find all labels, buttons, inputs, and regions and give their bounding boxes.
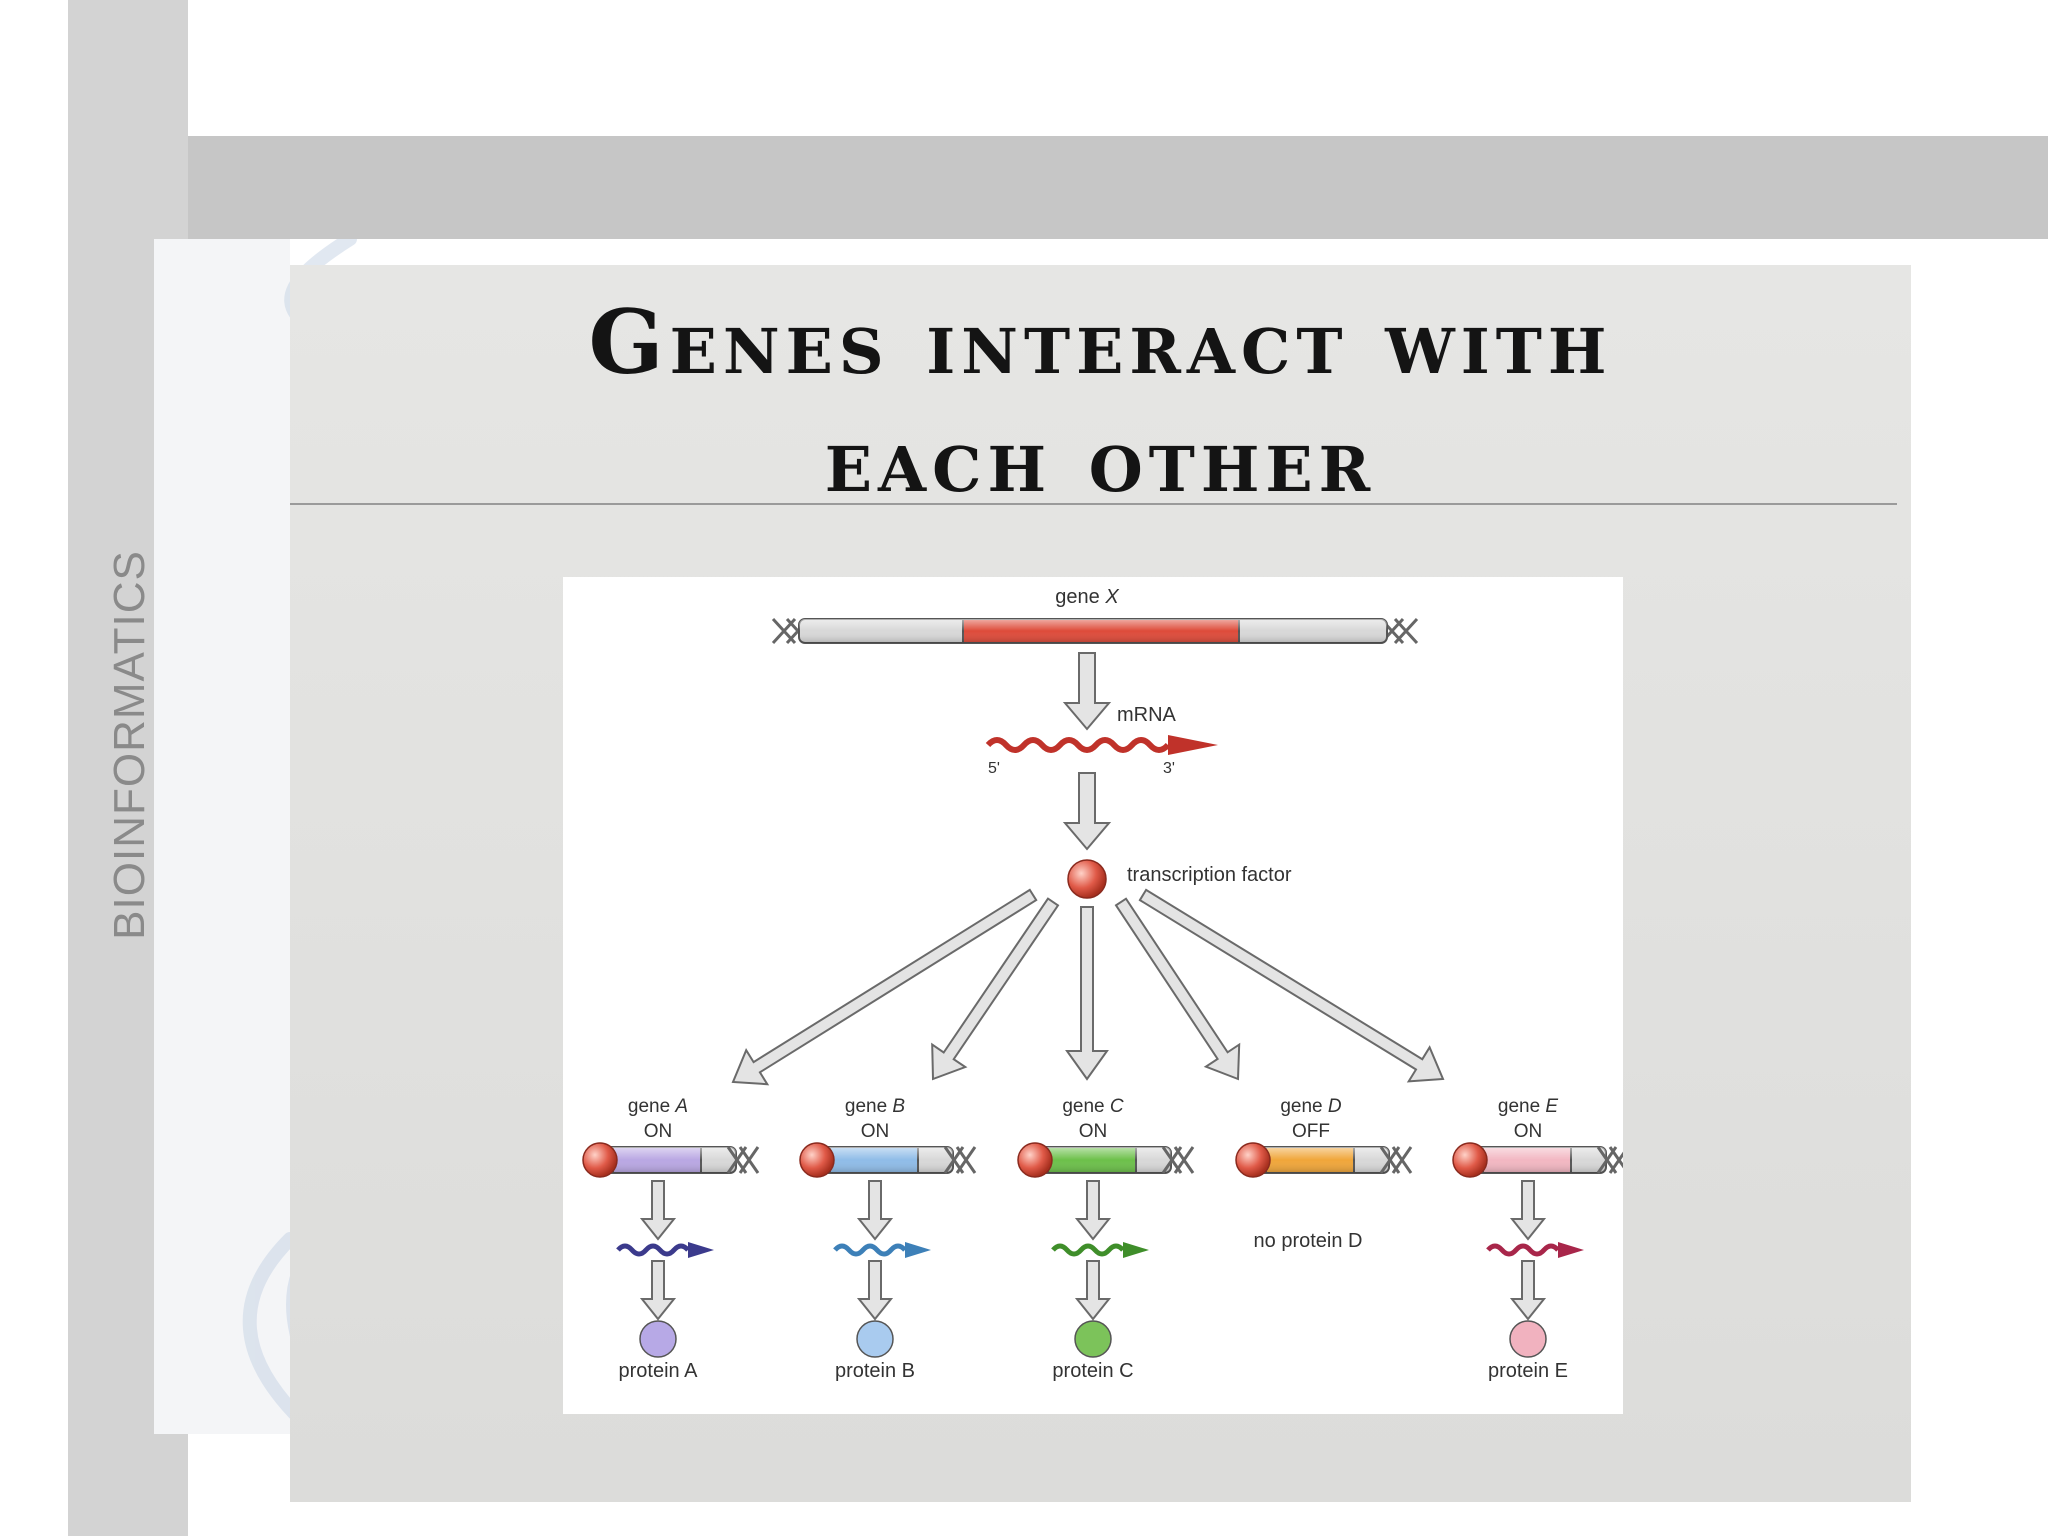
dna-end-right-icon (1379, 617, 1419, 645)
slide: Genes interact with each other gene X (290, 265, 1911, 1502)
mrna-wave-icon (616, 1243, 690, 1257)
mrna-arrowhead-icon (905, 1242, 931, 1258)
dna-end-left-icon (771, 617, 811, 645)
sidebar-label: BIOINFORMATICS (105, 550, 154, 940)
transcription-arrow-icon (639, 1180, 677, 1241)
regulation-arrow-3 (1065, 906, 1109, 1081)
gene-regulation-figure: gene X mRNA 5' 3' transcription f (563, 577, 1623, 1414)
translation-arrow-icon (639, 1260, 677, 1321)
slide-title: Genes interact with each other (290, 283, 1911, 519)
mrna-arrowhead-icon (1558, 1242, 1584, 1258)
three-prime-label: 3' (1163, 760, 1175, 777)
regulation-arrow-2 (931, 897, 1060, 1081)
target-gene-e: gene E ON protein E (1452, 1096, 1623, 1382)
gene-a-status: ON (644, 1121, 673, 1142)
slide-title-line-2: each other (824, 408, 1377, 512)
bound-tf-icon (799, 1142, 835, 1178)
dna-end-icon (726, 1146, 760, 1174)
arrow-shape (1062, 652, 1112, 731)
gene-d-label: gene D (1280, 1096, 1342, 1117)
gene-e-label: gene E (1498, 1096, 1559, 1117)
dna-end-icon (1161, 1146, 1195, 1174)
translation-arrow-icon (856, 1260, 894, 1321)
gene-c-status: ON (1079, 1121, 1108, 1142)
transcription-factor-icon (1067, 859, 1107, 899)
no-protein-d-label: no protein D (1254, 1230, 1363, 1252)
five-prime-label: 5' (988, 760, 1000, 777)
gene-x-shading (799, 619, 1387, 643)
transcription-arrow-icon (856, 1180, 894, 1241)
gene-x: gene X (771, 586, 1419, 645)
gene-b-status: ON (861, 1121, 890, 1142)
bound-tf-icon (582, 1142, 618, 1178)
mrna-strand: mRNA 5' 3' (985, 704, 1218, 777)
tf-label: transcription factor (1127, 864, 1292, 886)
dna-end-icon (943, 1146, 977, 1174)
header-band (188, 136, 2048, 239)
protein-b-label: protein B (835, 1360, 915, 1382)
target-gene-c: gene C ON protein C (1017, 1096, 1195, 1382)
gene-d-status: OFF (1292, 1121, 1330, 1142)
bar-shading (813, 1147, 953, 1173)
mrna-arrowhead-icon (688, 1242, 714, 1258)
protein-a-label: protein A (619, 1360, 699, 1382)
bar-shading (1031, 1147, 1171, 1173)
protein-c-icon (1074, 1320, 1112, 1358)
protein-a-icon (639, 1320, 677, 1358)
gene-c-label: gene C (1062, 1096, 1124, 1117)
translation-arrow-icon (1074, 1260, 1112, 1321)
bound-tf-icon (1235, 1142, 1271, 1178)
regulation-arrow-4 (1114, 897, 1241, 1081)
transcription-arrow-icon (1074, 1180, 1112, 1241)
target-gene-d: gene D OFF (1235, 1096, 1413, 1178)
protein-c-label: protein C (1052, 1360, 1133, 1382)
gene-b-label: gene B (845, 1096, 906, 1117)
arrow-mrna-to-tf-icon (1062, 772, 1112, 851)
target-gene-a: gene A ON protein A (582, 1096, 760, 1382)
translation-arrow-icon (1509, 1260, 1547, 1321)
bar-shading (596, 1147, 736, 1173)
protein-e-icon (1509, 1320, 1547, 1358)
mrna-wave-icon (1486, 1243, 1560, 1257)
regulation-arrow-5 (1138, 888, 1445, 1083)
mrna-wave-icon (985, 737, 1171, 753)
gene-e-status: ON (1514, 1121, 1543, 1142)
dna-end-icon (1379, 1146, 1413, 1174)
regulation-arrow-1 (731, 888, 1038, 1086)
bound-tf-icon (1017, 1142, 1053, 1178)
mrna-label: mRNA (1117, 704, 1177, 726)
mrna-wave-icon (833, 1243, 907, 1257)
gene-regulation-diagram: gene X mRNA 5' 3' transcription f (582, 586, 1623, 1382)
title-divider (290, 503, 1897, 505)
protein-b-icon (856, 1320, 894, 1358)
regulation-arrows (731, 888, 1445, 1086)
bar-shading (1466, 1147, 1606, 1173)
transcription-arrow-icon (1509, 1180, 1547, 1241)
protein-e-label: protein E (1488, 1360, 1568, 1382)
slide-title-line-1: Genes interact with (588, 290, 1613, 394)
mrna-wave-icon (1051, 1243, 1125, 1257)
arrow-gene-to-mrna-icon (1062, 652, 1112, 731)
dna-end-icon (1596, 1146, 1623, 1174)
target-gene-b: gene B ON protein B (799, 1096, 977, 1382)
arrow-shape (1062, 772, 1112, 851)
background-panel (154, 239, 290, 1434)
target-genes: gene A ON protein A gene B ON protein B gene C… (582, 1096, 1623, 1382)
gene-x-label: gene X (1055, 586, 1119, 608)
bar-shading (1249, 1147, 1389, 1173)
mrna-arrowhead-icon (1123, 1242, 1149, 1258)
bound-tf-icon (1452, 1142, 1488, 1178)
mrna-arrowhead-icon (1168, 735, 1218, 755)
gene-a-label: gene A (628, 1096, 688, 1117)
